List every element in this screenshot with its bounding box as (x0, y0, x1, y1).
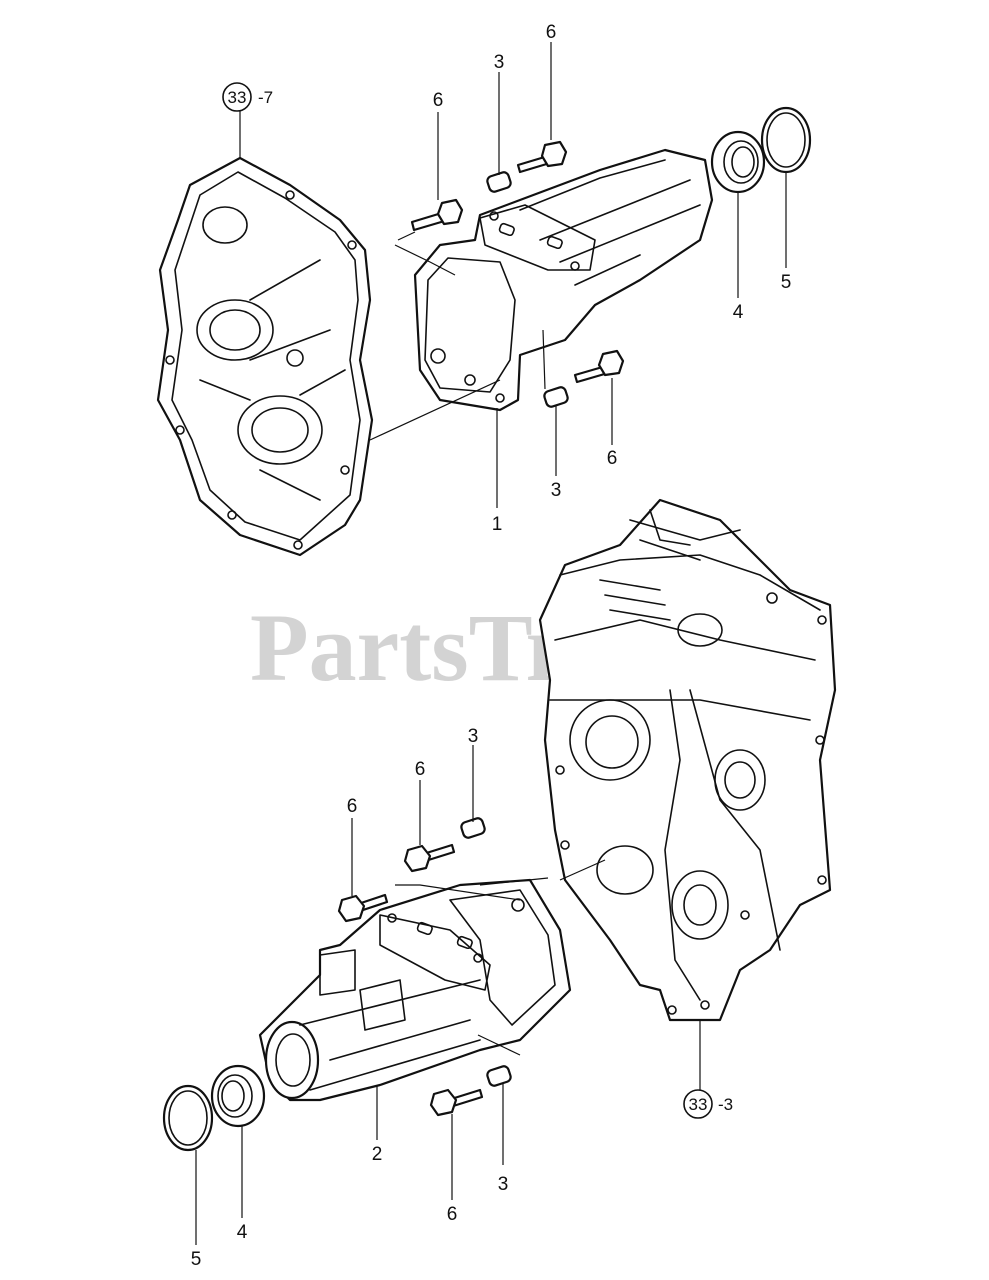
callout-top-6-right: 6 (546, 22, 557, 43)
ref-badge-bottom[interactable]: 33 -3 (683, 1089, 733, 1119)
callout-bot-6-bottom: 6 (447, 1204, 458, 1225)
callout-top-6-lower: 6 (607, 448, 618, 469)
callout-bot-3-bottom: 3 (498, 1174, 509, 1195)
bolt-bottom-left[interactable] (337, 893, 389, 923)
oil-seal-top[interactable] (710, 130, 766, 194)
callout-bot-5: 5 (191, 1249, 202, 1270)
callout-bot-6-left: 6 (347, 796, 358, 817)
bolt-bottom-mid[interactable] (403, 843, 456, 873)
callout-top-1: 1 (492, 514, 503, 535)
ref-number-top: 33 (228, 88, 247, 107)
callout-top-4: 4 (733, 302, 744, 323)
bolt-top-right[interactable] (516, 140, 568, 174)
dowel-bottom-lower[interactable] (486, 1065, 512, 1087)
ref-suffix-bottom: -3 (718, 1095, 733, 1114)
callout-bot-3-top: 3 (468, 726, 479, 747)
oil-seal-bottom[interactable] (210, 1064, 266, 1128)
snap-ring-bottom[interactable] (162, 1084, 214, 1152)
callout-top-3-lower: 3 (551, 480, 562, 501)
ref-number-bottom: 33 (689, 1095, 708, 1114)
snap-ring-top[interactable] (760, 106, 812, 174)
callout-bot-2: 2 (372, 1144, 383, 1165)
callout-top-5: 5 (781, 272, 792, 293)
ref-badge-top[interactable]: 33 -7 (222, 82, 273, 112)
assembly-line-bottom-3 (477, 1034, 521, 1056)
bolt-top-left[interactable] (410, 198, 464, 232)
assembly-line-top-2 (369, 379, 501, 441)
cover-plate-top[interactable] (156, 156, 374, 557)
callout-bot-6-mid: 6 (415, 759, 426, 780)
assembly-line-bottom-2 (559, 859, 606, 881)
assembly-line-top-3 (542, 329, 546, 390)
axle-housing-top[interactable] (413, 148, 714, 412)
callout-bot-4: 4 (237, 1222, 248, 1243)
bolt-bottom-lower[interactable] (429, 1088, 484, 1117)
ref-suffix-top: -7 (258, 88, 273, 107)
dowel-top-lower[interactable] (543, 386, 569, 408)
axle-housing-bottom[interactable] (258, 878, 572, 1102)
dowel-top[interactable] (486, 171, 512, 193)
assembly-line-bottom-1 (395, 877, 549, 901)
dowel-bottom-top[interactable] (460, 817, 486, 839)
bolt-top-lower[interactable] (573, 349, 625, 384)
transmission-case[interactable] (538, 498, 837, 1022)
callout-top-6-left: 6 (433, 90, 444, 111)
assembly-line-top-1 (394, 231, 456, 276)
callout-top-3: 3 (494, 52, 505, 73)
